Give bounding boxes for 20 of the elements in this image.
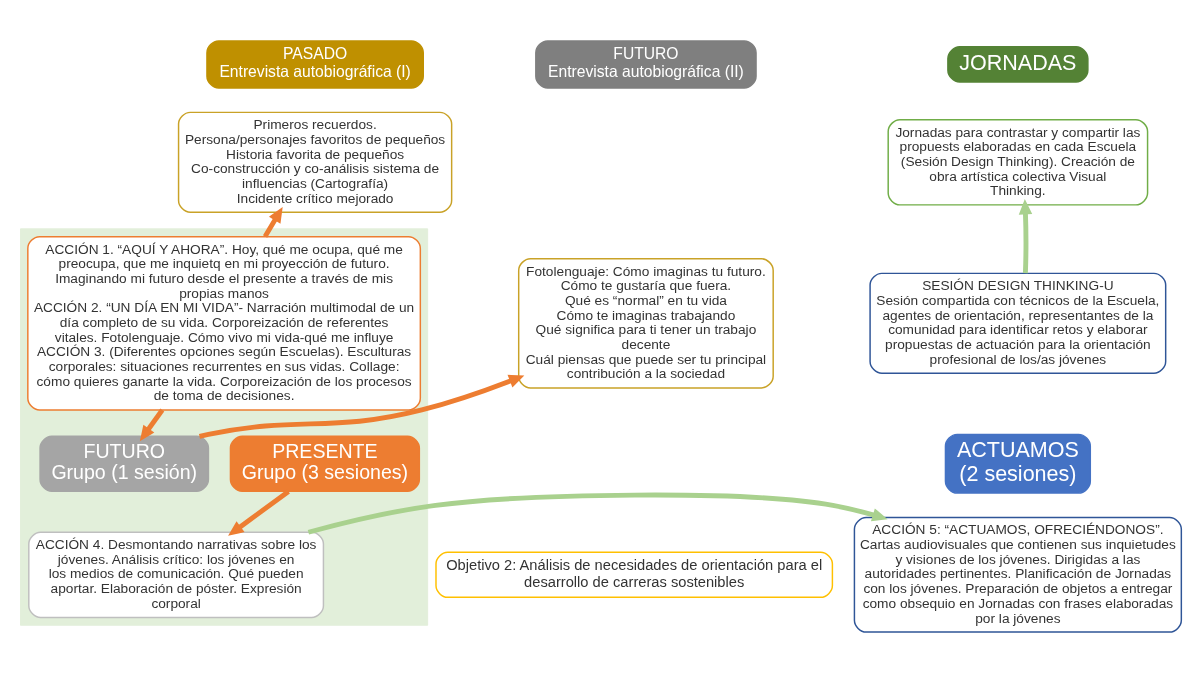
arrow	[139, 408, 165, 441]
node-box: ACCIÓN 5: “ACTUAMOS, OFRECIÉNDONOS”. Cartas audiovisuales que contienen sus inquietudes y visiones de los jóvenes. Dirigidas a las autoridades pertinentes. Planificación de Jornadas con los jóvenes. Preparación de objetos a entregar como obsequio en Jornadas con frases elaboradas por la jóvenes	[853, 516, 1183, 633]
arrow	[263, 206, 283, 238]
node-box: JORNADAS	[947, 45, 1089, 83]
node-box: ACCIÓN 4. Desmontando narrativas sobre los jóvenes. Análisis crítico: los jóvenes en los medios de comunicación. Qué pueden aportar. Elaboración de póster. Expresión corporal	[28, 531, 325, 618]
node-box: Primeros recuerdos. Persona/personajes favoritos de pequeños Historia favorita de pequeños Co-construcción y co-análisis sistema de influencias (Cartografía) Incidente crítico mejorado	[177, 111, 453, 213]
node-box: FUTURO Entrevista autobiográfica (II)	[535, 39, 757, 89]
node-box: SESIÓN DESIGN THINKING-U Sesión compartida con técnicos de la Escuela, agentes de orientación, representantes de la comunidad para identificar retos y elaborar propuestas de actuación para la orientación profesional de los/as jóvenes	[869, 272, 1167, 374]
arrow	[1018, 198, 1033, 273]
node-box: PASADO Entrevista autobiográfica (I)	[206, 39, 424, 89]
arrow	[198, 374, 525, 439]
node-box: Objetivo 2: Análisis de necesidades de orientación para el desarrollo de carreras sostenibles	[435, 551, 834, 598]
node-box: ACTUAMOS (2 sesiones)	[944, 433, 1092, 494]
node-box: ACCIÓN 1. “AQUÍ Y AHORA”. Hoy, qué me ocupa, qué me preocupa, que me inquietq en mi proyección de futuro. Imaginando mi futuro desde el presente a través de mis propias manos ACCIÓN 2. “UN DÍA EN MI VIDA”- Narración multimodal de un día completo de su vida. Corporeización de referentes vitales. Fotolenguaje. Cómo vivo mi vida-qué me influye ACCIÓN 3. (Diferentes opciones según Escuelas). Esculturas corporales: situaciones recurrentes en sus vidas. Collage: cómo quieres ganarte la vida. Corporeización de los procesos de toma de decisiones.	[27, 235, 422, 411]
arrow	[307, 492, 888, 535]
node-box: Jornadas para contrastar y compartir las propuests elaboradas en cada Escuela (Sesión Design Thinking). Creación de obra artística colectiva Visual Thinking.	[887, 118, 1149, 206]
cluster	[20, 227, 429, 626]
node-box: Fotolenguaje: Cómo imaginas tu futuro. Cómo te gustaría que fuera. Qué es “normal” en tu vida Cómo te imaginas trabajando Qué significa para ti tener un trabajo decente Cuál piensas que puede ser tu principal contribución a la sociedad	[517, 257, 774, 389]
node-box: PRESENTE Grupo (3 sesiones)	[229, 435, 421, 492]
node-box: FUTURO Grupo (1 sesión)	[39, 435, 210, 492]
